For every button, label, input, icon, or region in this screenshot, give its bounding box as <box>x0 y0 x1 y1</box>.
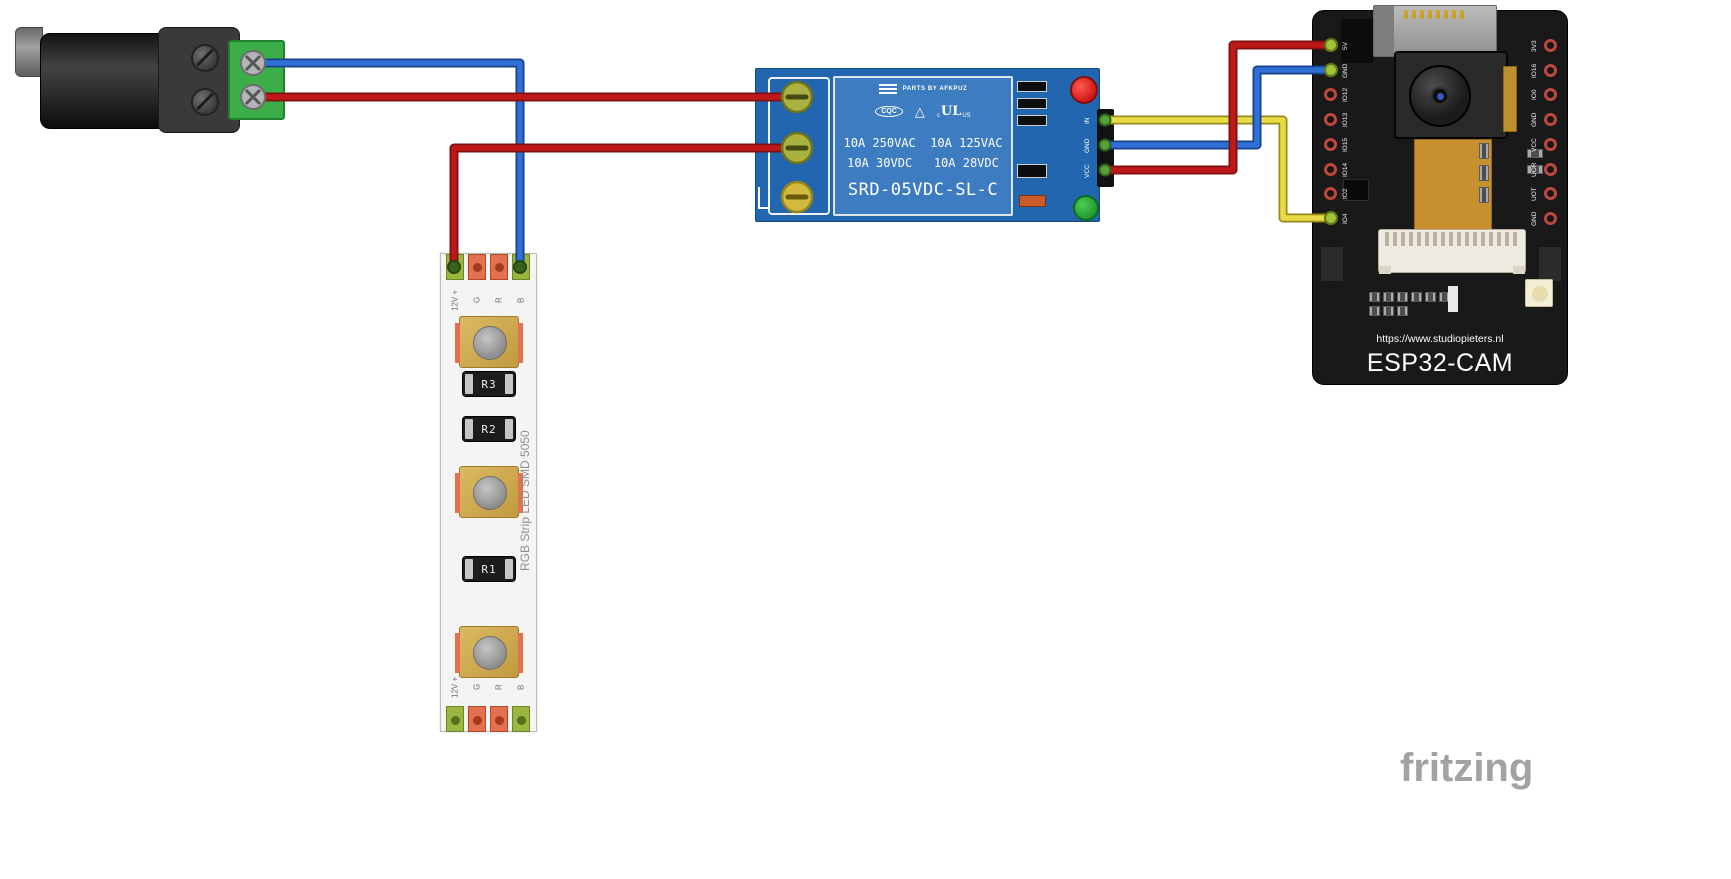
esp-pin-io4-connection[interactable] <box>1324 211 1338 225</box>
smd-component <box>1397 292 1408 302</box>
strip-pad-b-bottom[interactable] <box>512 706 530 732</box>
relay-pin-vcc[interactable] <box>1098 163 1112 177</box>
strip-resistor: R1 <box>462 556 516 582</box>
smd-component <box>1479 187 1489 203</box>
esp-pin-io15[interactable] <box>1324 138 1337 151</box>
resistor-label: R3 <box>481 377 497 391</box>
relay-resistor-component <box>1019 195 1046 207</box>
relay-green-led <box>1073 195 1099 221</box>
relay-diode-component <box>1017 164 1047 178</box>
resistor-label: R2 <box>481 422 497 436</box>
triangle-cert-icon: △ <box>914 103 925 119</box>
fritzing-watermark: fritzing <box>1400 746 1534 790</box>
smd-component <box>1383 292 1394 302</box>
strip-pad-12v-connection[interactable] <box>447 260 461 274</box>
relay-rating-line1: 10A 250VAC 10A 125VAC <box>843 136 1003 150</box>
esp-pin-3v3[interactable] <box>1544 39 1557 52</box>
esp-pin-io16[interactable] <box>1544 64 1557 77</box>
relay-silkscreen-l-mark <box>758 187 770 209</box>
esp-side-tab <box>1321 247 1343 281</box>
esp-top-notch <box>1341 19 1373 63</box>
smd-component <box>1479 143 1489 159</box>
esp-pin-uot[interactable] <box>1544 187 1557 200</box>
smd5050-led <box>455 316 523 368</box>
smd-component <box>1425 292 1436 302</box>
smd5050-led <box>455 626 523 678</box>
esp-pin-io0[interactable] <box>1544 88 1557 101</box>
smd-component <box>1479 165 1489 181</box>
relay-screw-terminal-3[interactable] <box>780 180 814 214</box>
wire-yellow-relay-in-to-esp-io4[interactable] <box>1100 115 1336 223</box>
relay-jumper-component <box>1017 81 1047 92</box>
smd-component <box>1369 292 1380 302</box>
rgb-led-strip[interactable]: 12V + G R B R3 R2 R1 RGB Strip LED SMD 5… <box>440 253 537 732</box>
smd-component <box>1411 292 1422 302</box>
jack-plug-tip <box>15 27 43 77</box>
smd-component <box>1527 149 1543 158</box>
esp-pin-io2[interactable] <box>1324 187 1337 200</box>
relay-jumper-component <box>1017 115 1047 126</box>
relay-pin-gnd[interactable] <box>1098 138 1112 152</box>
jack-terminal-screw-top[interactable] <box>240 50 266 76</box>
strip-resistor: R2 <box>462 416 516 442</box>
relay-screw-terminal-1[interactable] <box>780 80 814 114</box>
wire-red-relay-to-strip-12v[interactable] <box>449 143 802 272</box>
esp-pin-gnd-connection[interactable] <box>1324 63 1338 77</box>
jack-barrel <box>40 33 175 129</box>
resistor-label: R1 <box>481 562 497 576</box>
relay-pin-in[interactable] <box>1098 113 1112 127</box>
esp-pin-io13[interactable] <box>1324 113 1337 126</box>
esp-pin-vcc[interactable] <box>1544 138 1557 151</box>
esp-pin-io14[interactable] <box>1324 163 1337 176</box>
strip-resistor: R3 <box>462 371 516 397</box>
jack-body <box>158 27 240 133</box>
strip-pad-g-top[interactable] <box>468 254 486 280</box>
relay-brand-text: PARTS BY AFKPUZ <box>902 86 968 92</box>
esp-flash-led <box>1525 279 1553 307</box>
wire-blue-relay-gnd-to-esp-gnd[interactable] <box>1100 65 1336 150</box>
esp-pin-gnd3[interactable] <box>1544 212 1557 225</box>
relay-red-led <box>1070 76 1098 104</box>
esp-side-tab <box>1539 247 1561 281</box>
esp-pin-io12[interactable] <box>1324 88 1337 101</box>
relay-rating-line2: 10A 30VDC 10A 28VDC <box>847 156 999 170</box>
relay-jumper-component <box>1017 98 1047 109</box>
esp32-cam-board[interactable]: https://www.studiopieters.nl ESP32-CAM 5… <box>1312 5 1568 385</box>
camera-lens-icon <box>1409 65 1471 127</box>
esp-microsd-slot <box>1373 5 1497 57</box>
strip-pad-b-connection[interactable] <box>513 260 527 274</box>
smd-component <box>1397 306 1408 316</box>
strip-pad-r-top[interactable] <box>490 254 508 280</box>
esp-pin-uor[interactable] <box>1544 163 1557 176</box>
fpc-connector <box>1378 229 1526 274</box>
smd5050-led <box>455 466 523 518</box>
wire-blue-jack-to-strip-b[interactable] <box>248 58 525 272</box>
cqc-cert-icon: CQC <box>875 105 903 117</box>
jack-body-screw-icon <box>191 44 219 72</box>
smd-component <box>1527 165 1543 174</box>
jack-terminal-screw-bottom[interactable] <box>240 84 266 110</box>
smd-component <box>1448 286 1458 312</box>
esp-pin-5v-connection[interactable] <box>1324 38 1338 52</box>
esp-pin-gnd2[interactable] <box>1544 113 1557 126</box>
smd-component <box>1369 306 1380 316</box>
strip-pad-12v-bottom[interactable] <box>446 706 464 732</box>
relay-model-label: SRD-05VDC-SL-C <box>847 180 999 200</box>
esp-board-label: ESP32-CAM <box>1366 349 1514 377</box>
esp-url-label: https://www.studiopieters.nl <box>1376 333 1504 345</box>
relay-brand-logo-icon <box>878 84 897 94</box>
wire-red-relay-vcc-to-esp-5v[interactable] <box>1100 40 1336 175</box>
esp-ic-chip <box>1343 179 1369 201</box>
jack-body-screw-icon <box>191 88 219 116</box>
camera-gold-contact <box>1503 66 1517 132</box>
strip-pad-g-bottom[interactable] <box>468 706 486 732</box>
smd-component <box>1383 306 1394 316</box>
relay-screw-terminal-2[interactable] <box>780 131 814 165</box>
strip-pad-r-bottom[interactable] <box>490 706 508 732</box>
